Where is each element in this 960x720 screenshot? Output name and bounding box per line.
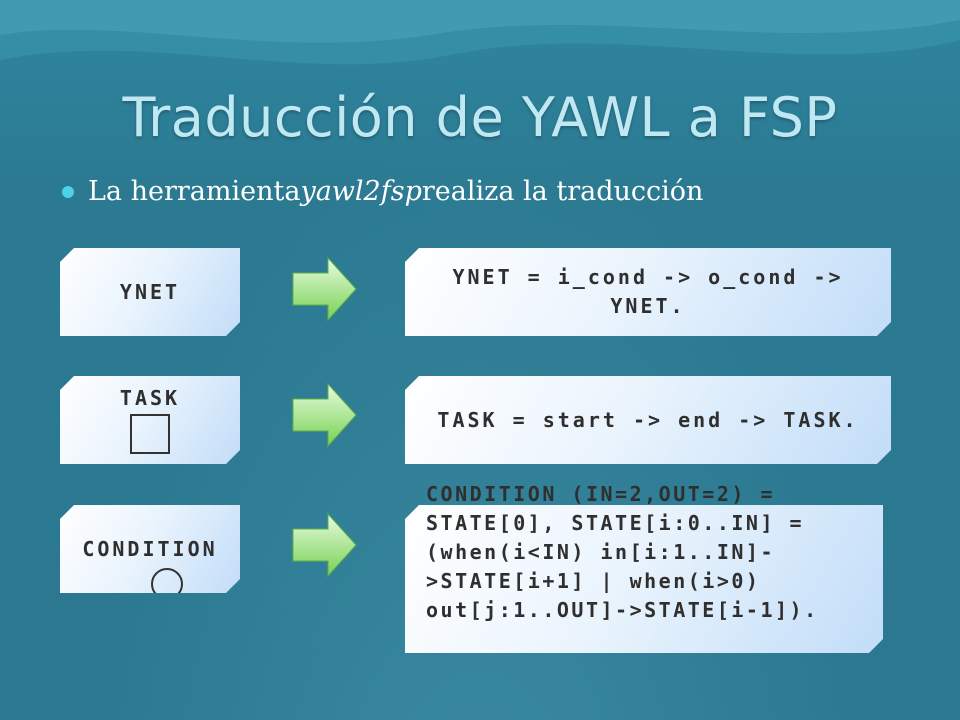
ynet-fsp-box: YNET = i_cond -> o_cond -> YNET.: [405, 248, 891, 336]
right-arrow-icon: [292, 256, 357, 322]
task-label: TASK: [119, 386, 181, 410]
ynet-fsp-code: YNET = i_cond -> o_cond -> YNET.: [452, 265, 844, 318]
task-fsp-code: TASK = start -> end -> TASK.: [437, 407, 859, 432]
tool-name: yawl2fsp: [300, 176, 422, 207]
bullet-item: La herramienta yawl2fsp realiza la tradu…: [62, 176, 703, 207]
condition-fsp-box: [405, 505, 883, 653]
bullet-prefix: La herramienta: [88, 176, 301, 207]
condition-label: CONDITION: [82, 537, 218, 561]
task-element-box: TASK: [60, 376, 240, 464]
bullet-suffix: realiza la traducción: [421, 176, 704, 207]
ynet-label: YNET: [119, 280, 181, 304]
right-arrow-icon: [292, 512, 357, 578]
task-fsp-box: TASK = start -> end -> TASK.: [405, 376, 891, 464]
condition-label-wrap: CONDITION: [80, 535, 220, 563]
bullet-dot-icon: [62, 185, 74, 198]
ynet-element-box: YNET: [60, 248, 240, 336]
header-wave-decoration: [0, 0, 960, 65]
square-icon: [130, 414, 170, 454]
right-arrow-icon: [292, 382, 357, 448]
condition-element-box: CONDITION: [60, 505, 240, 593]
slide-title: Traducción de YAWL a FSP: [122, 86, 838, 149]
condition-fsp-code: CONDITION (IN=2,OUT=2) = STATE[0], STATE…: [426, 482, 819, 622]
